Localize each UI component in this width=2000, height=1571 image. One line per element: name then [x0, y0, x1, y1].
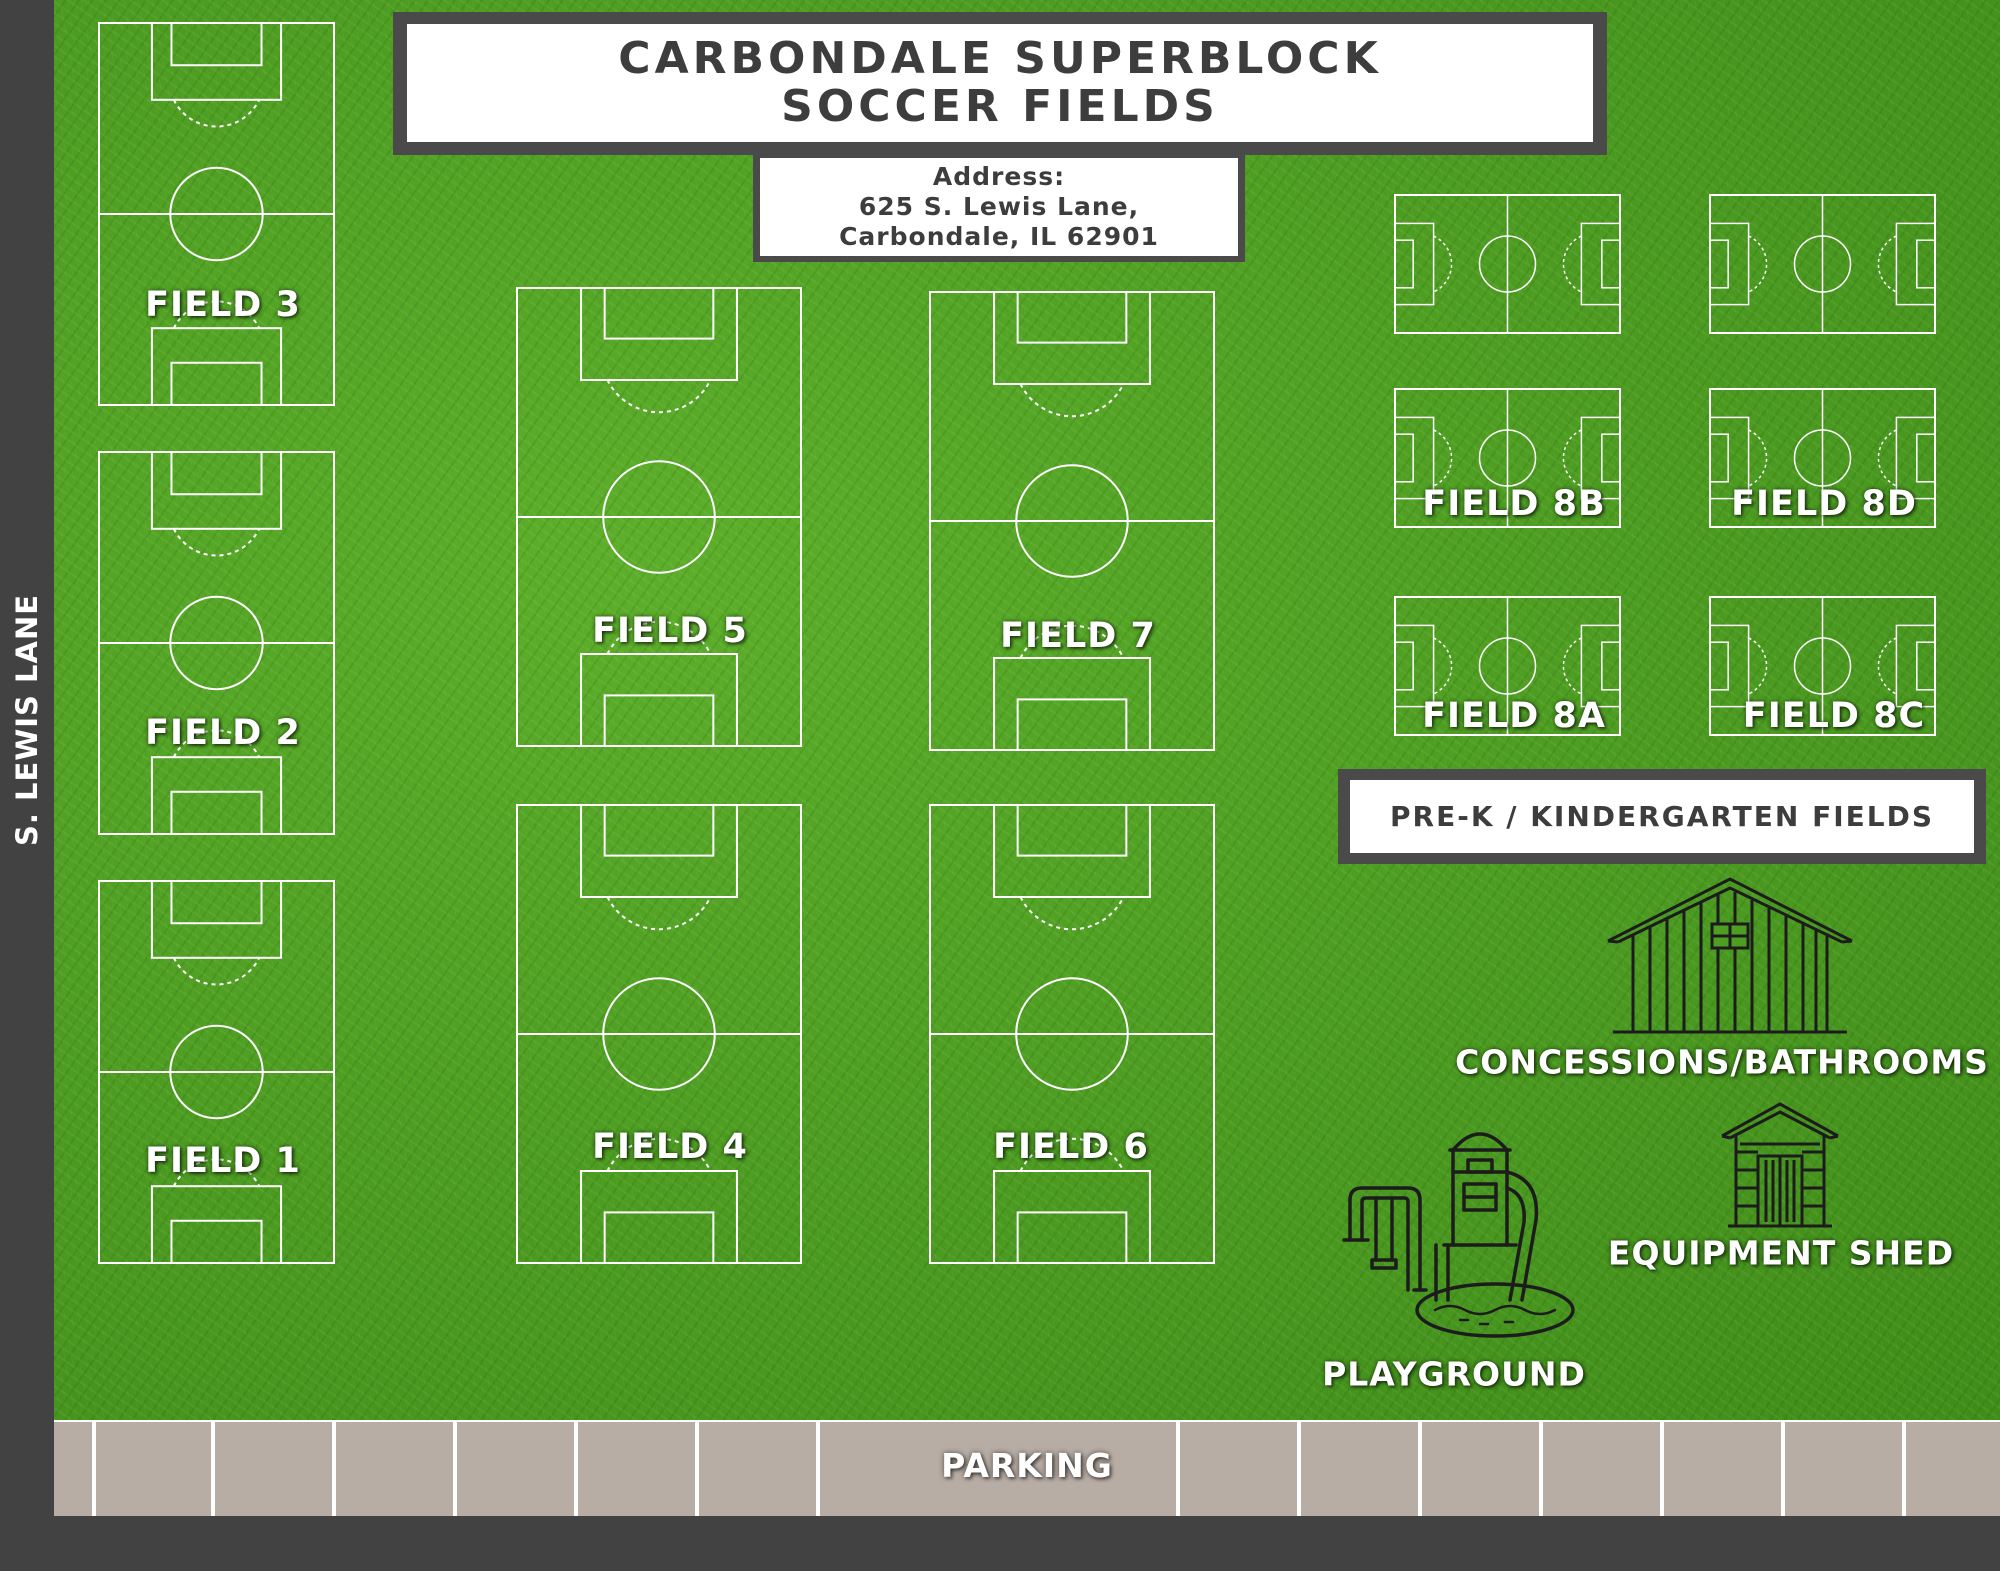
playground-icon — [1342, 1132, 1575, 1338]
address-line-2: Carbondale, IL 62901 — [839, 222, 1159, 251]
equipment-shed-label: EQUIPMENT SHED — [1607, 1233, 1955, 1273]
field-6[interactable] — [929, 804, 1215, 1264]
field-2[interactable] — [98, 451, 335, 836]
address-box: Address: 625 S. Lewis Lane, Carbondale, … — [753, 154, 1245, 262]
field-8a[interactable] — [1394, 596, 1621, 736]
address-heading: Address: — [932, 162, 1066, 191]
parking-stall-line — [1539, 1422, 1543, 1516]
parking-stall-line — [574, 1422, 578, 1516]
field-4-label: FIELD 4 — [592, 1127, 748, 1167]
title-box: CARBONDALE SUPERBLOCK SOCCER FIELDS — [393, 12, 1607, 155]
title-line-2: SOCCER FIELDS — [781, 81, 1219, 132]
parking-stall-line — [1176, 1422, 1180, 1516]
parking-stall-line — [695, 1422, 699, 1516]
parking-lot: PARKING — [54, 1422, 2000, 1516]
field-4[interactable] — [516, 804, 802, 1264]
field-7-label: FIELD 7 — [1000, 616, 1156, 656]
prek-label-box: PRE-K / KINDERGARTEN FIELDS — [1338, 769, 1986, 864]
field-3-label: FIELD 3 — [145, 285, 301, 325]
field-3[interactable] — [98, 22, 335, 407]
road-bottom — [0, 1516, 2000, 1571]
title-line-1: CARBONDALE SUPERBLOCK — [618, 33, 1382, 84]
parking-stall-line — [1902, 1422, 1906, 1516]
concessions-building-icon — [1607, 877, 1853, 1034]
parking-stall-line — [1781, 1422, 1785, 1516]
street-label: S. LEWIS LANE — [10, 593, 44, 847]
playground-label: PLAYGROUND — [1322, 1354, 1586, 1394]
concessions-label: CONCESSIONS/BATHROOMS — [1455, 1042, 1989, 1082]
parking-stall-line — [211, 1422, 215, 1516]
prek-field-top-left[interactable] — [1394, 194, 1621, 334]
field-7[interactable] — [929, 291, 1215, 751]
parking-stall-line — [1660, 1422, 1664, 1516]
parking-stall-line — [816, 1422, 820, 1516]
prek-label: PRE-K / KINDERGARTEN FIELDS — [1389, 800, 1934, 833]
parking-label: PARKING — [941, 1446, 1113, 1485]
parking-stall-line — [332, 1422, 336, 1516]
address-inner: Address: 625 S. Lewis Lane, Carbondale, … — [760, 158, 1238, 256]
prek-inner: PRE-K / KINDERGARTEN FIELDS — [1350, 780, 1974, 853]
field-8a-label: FIELD 8A — [1422, 696, 1606, 736]
title-inner: CARBONDALE SUPERBLOCK SOCCER FIELDS — [407, 24, 1593, 142]
field-5-label: FIELD 5 — [592, 611, 748, 651]
parking-stall-line — [453, 1422, 457, 1516]
field-2-label: FIELD 2 — [145, 713, 301, 753]
field-1[interactable] — [98, 880, 335, 1265]
field-8d[interactable] — [1709, 388, 1936, 528]
parking-stall-line — [92, 1422, 96, 1516]
field-1-label: FIELD 1 — [145, 1141, 301, 1181]
field-8d-label: FIELD 8D — [1731, 484, 1917, 524]
prek-field-top-right[interactable] — [1709, 194, 1936, 334]
field-5[interactable] — [516, 287, 802, 747]
parking-stall-line — [1297, 1422, 1301, 1516]
field-6-label: FIELD 6 — [993, 1127, 1149, 1167]
equipment-shed-icon — [1721, 1102, 1839, 1228]
road-s-lewis-lane — [0, 0, 54, 1571]
field-8b-label: FIELD 8B — [1422, 484, 1606, 524]
parking-stall-line — [1418, 1422, 1422, 1516]
field-8c-label: FIELD 8C — [1742, 696, 1926, 736]
address-line-1: 625 S. Lewis Lane, — [858, 192, 1140, 221]
field-8c[interactable] — [1709, 596, 1936, 736]
field-8b[interactable] — [1394, 388, 1621, 528]
